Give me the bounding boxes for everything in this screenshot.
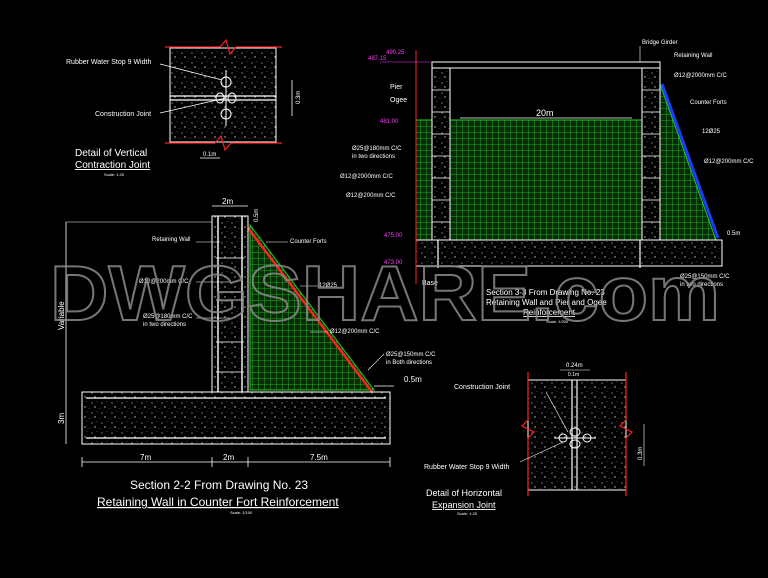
- s33-bar-tr-label: Ø12@2000mm C/C: [674, 73, 727, 79]
- s22-retaining-wall-label: Retaining Wall: [152, 237, 190, 243]
- s22-dim-base-h: 3m: [57, 413, 66, 424]
- water-stop-icon: [554, 427, 596, 449]
- base-slab: [81, 391, 391, 445]
- vj-title: Detail of Vertical: [75, 148, 147, 159]
- vj-title2: Contraction Joint: [75, 160, 150, 171]
- s33-pier-label: Pier: [390, 84, 403, 91]
- s33-bar-l1-label: Ø25@180mm C/C: [352, 146, 402, 152]
- vj-scale: Scale: 1:25: [104, 172, 125, 177]
- s33-bar-l2-label: Ø12@2000mm C/C: [340, 174, 393, 180]
- break-line-icon: [165, 38, 282, 56]
- hj-title2: Expansion Joint: [432, 500, 496, 510]
- s22-dim-left: 7m: [140, 453, 151, 462]
- s33-base-slab: [415, 239, 723, 267]
- s33-wall-label: Retaining Wall: [674, 53, 712, 59]
- watermark: DWGSHARE.com: [50, 249, 720, 337]
- s22-bar4-label: Ø12@200mm C/C: [330, 329, 380, 335]
- s33-subtitle2: Reinforcement: [523, 308, 576, 317]
- s22-dim-variable: Variable: [57, 301, 66, 330]
- s33-bar-l1b-label: in two directions: [352, 154, 395, 160]
- s22-counter-forts-label: Counter Forts: [290, 239, 327, 245]
- s33-dim-base-r: 0.5m: [727, 231, 740, 237]
- s33-counterforts-label: Counter Forts: [690, 100, 727, 106]
- s33-level-1: 490.25: [386, 50, 405, 56]
- counterfort-slope: [247, 227, 373, 393]
- s33-level-5: 473.00: [384, 260, 403, 266]
- s22-dim-top-side: 0.5m: [254, 209, 260, 222]
- section-2-2: 2m 0.5m Variable 3m 7m 2m 7.5m 0.5m Reta…: [57, 197, 436, 515]
- hj-scale: Scale: 1:25: [457, 511, 478, 516]
- break-line-icon: [520, 372, 536, 496]
- bridge-girder: [431, 61, 661, 69]
- counterfort-mesh: [249, 223, 376, 391]
- s22-dim-top: 2m: [222, 197, 233, 206]
- s33-subtitle: Retaining Wall and Pier and Ogee: [486, 298, 607, 307]
- pier: [431, 67, 451, 241]
- horizontal-joint-detail: Construction Joint Rubber Water Stop 9 W…: [424, 363, 645, 516]
- s33-level-3: 481.00: [380, 119, 399, 125]
- s22-scale: Scale: 1/100: [230, 510, 253, 515]
- break-line-icon: [165, 134, 282, 152]
- hj-title: Detail of Horizontal: [426, 488, 502, 498]
- s33-counterfort-slope: [660, 83, 720, 239]
- section-3-3: 20m 0.5m 490.25 487.15 481.00 475.00 473…: [340, 40, 754, 324]
- ogee-mesh: [415, 119, 643, 241]
- s22-bar5b-label: in Both directions: [386, 360, 432, 366]
- vj-dim-bottom: 0.1m: [203, 152, 216, 158]
- s33-bar-l3-label: Ø12@200mm C/C: [346, 193, 396, 199]
- s33-level-4: 475.00: [384, 233, 403, 239]
- s33-bar-br-label: Ø25@150mm C/C: [680, 274, 730, 280]
- vj-waterstop-label: Rubber Water Stop 9 Width: [66, 59, 151, 66]
- hj-dim-top2: 0.1m: [568, 372, 579, 378]
- s22-dim-mid: 2m: [223, 453, 234, 462]
- s33-base-label: Base: [422, 280, 438, 287]
- s22-bar1-label: Ø12@200mm C/C: [139, 279, 189, 285]
- vertical-joint-detail: Rubber Water Stop 9 Width Construction J…: [66, 38, 302, 177]
- s22-bar5-label: Ø25@150mm C/C: [386, 352, 436, 358]
- s33-bar-r2-label: Ø12@200mm C/C: [704, 159, 754, 165]
- vj-dim-side: 0.3m: [296, 91, 302, 104]
- s22-bar2-label: Ø25@180mm C/C: [143, 314, 193, 320]
- s33-bar-brb-label: in two directions: [680, 282, 723, 288]
- s22-bar2b-label: in two directions: [143, 322, 186, 328]
- hj-joint-label: Construction Joint: [454, 384, 510, 391]
- s22-dim-toe: 0.5m: [404, 375, 422, 384]
- s22-title: Section 2-2 From Drawing No. 23: [130, 478, 308, 492]
- s22-dim-right: 7.5m: [310, 453, 328, 462]
- s33-girder-label: Bridge Girder: [642, 40, 678, 46]
- s33-level-2: 487.15: [368, 56, 387, 62]
- hj-dim-side: 0.3m: [638, 447, 644, 460]
- vj-joint-label: Construction Joint: [95, 111, 151, 118]
- s22-bar3-label: 12Ø25: [319, 283, 338, 289]
- s22-subtitle: Retaining Wall in Counter Fort Reinforce…: [97, 495, 339, 509]
- break-line-icon: [618, 372, 634, 496]
- hj-dim-top1: 0.24m: [566, 363, 583, 369]
- s33-retaining-wall: [641, 67, 661, 241]
- s33-scale: Scale: 1/200: [546, 319, 569, 324]
- hj-waterstop-label: Rubber Water Stop 9 Width: [424, 464, 509, 471]
- s33-dim-span: 20m: [536, 108, 554, 118]
- s33-ogee-label: Ogee: [390, 97, 407, 104]
- s33-bar-12-label: 12Ø25: [702, 129, 721, 135]
- s33-title: Section 3-3 From Drawing No. 23: [486, 288, 605, 297]
